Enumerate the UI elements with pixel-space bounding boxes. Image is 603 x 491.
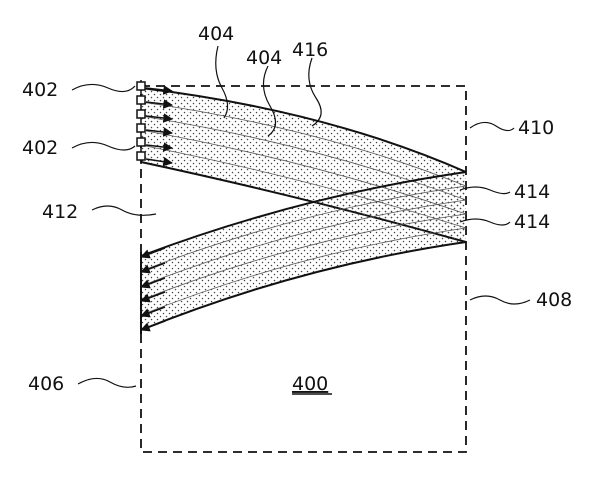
- label-402-top: 402: [22, 79, 58, 101]
- label-404-b: 404: [246, 47, 282, 69]
- label-408: 408: [536, 289, 572, 311]
- emitter: [137, 124, 145, 132]
- emitter: [137, 138, 145, 146]
- label-414-top: 414: [514, 181, 550, 203]
- leader-414-bottom: [460, 219, 510, 225]
- label-410: 410: [518, 117, 554, 139]
- emitter: [137, 110, 145, 118]
- leader-410: [470, 122, 514, 130]
- label-400: 400: [292, 373, 328, 395]
- emitter: [137, 82, 145, 90]
- label-414-bottom: 414: [514, 211, 550, 233]
- label-402-bottom: 402: [22, 137, 58, 159]
- leader-402-top: [72, 84, 135, 91]
- emitter: [137, 152, 145, 160]
- emitter: [137, 96, 145, 104]
- leader-408: [470, 296, 530, 304]
- leader-414-top: [460, 187, 510, 194]
- label-412: 412: [42, 201, 78, 223]
- leader-406: [78, 378, 136, 387]
- label-404-a: 404: [198, 23, 234, 45]
- leader-416: [309, 58, 321, 126]
- leader-412: [92, 206, 156, 215]
- leader-402-bottom: [72, 142, 135, 150]
- label-416: 416: [292, 39, 328, 61]
- label-406: 406: [28, 373, 64, 395]
